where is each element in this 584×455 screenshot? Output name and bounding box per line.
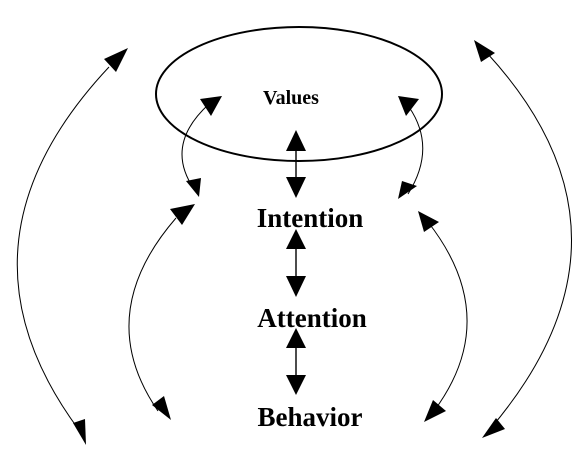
arrowhead-behavior-right-outer xyxy=(482,418,505,438)
arrowhead-values-left-outer xyxy=(104,48,128,72)
values-behavior-left-arc xyxy=(16,66,110,431)
values-ellipse xyxy=(155,26,443,162)
arrowhead-up xyxy=(286,130,306,151)
attention-label: Attention xyxy=(257,303,367,333)
values-intention-left-arc xyxy=(181,103,210,190)
arrowhead-values-right-outer xyxy=(474,40,495,62)
arrowhead-behavior-right-middle xyxy=(424,400,446,422)
arrowhead-behavior-left-middle xyxy=(152,396,171,420)
arrowhead-down xyxy=(286,375,306,395)
arrowhead-down xyxy=(286,276,306,297)
behavior-label: Behavior xyxy=(258,402,363,432)
values-behavior-right-arc xyxy=(486,52,572,429)
arrowhead-intention-right-inner xyxy=(398,181,417,199)
arrowhead-values-right-inner xyxy=(398,96,419,116)
arrowhead-intention-right-middle xyxy=(418,211,439,232)
arrowhead-up xyxy=(286,229,306,249)
arrowhead-intention-left-inner xyxy=(186,178,201,197)
arrowhead-up xyxy=(286,328,306,348)
arrowhead-down xyxy=(286,177,306,198)
arrowhead-intention-left-middle xyxy=(170,204,195,225)
arrowhead-behavior-left-outer xyxy=(73,419,86,445)
arrowhead-values-left-inner xyxy=(200,96,222,116)
intention-behavior-left-arc xyxy=(128,217,177,412)
values-intention-right-arc xyxy=(407,106,424,195)
intention-behavior-right-arc xyxy=(427,221,468,412)
intention-label: Intention xyxy=(257,203,364,233)
values-label: Values xyxy=(263,87,319,109)
